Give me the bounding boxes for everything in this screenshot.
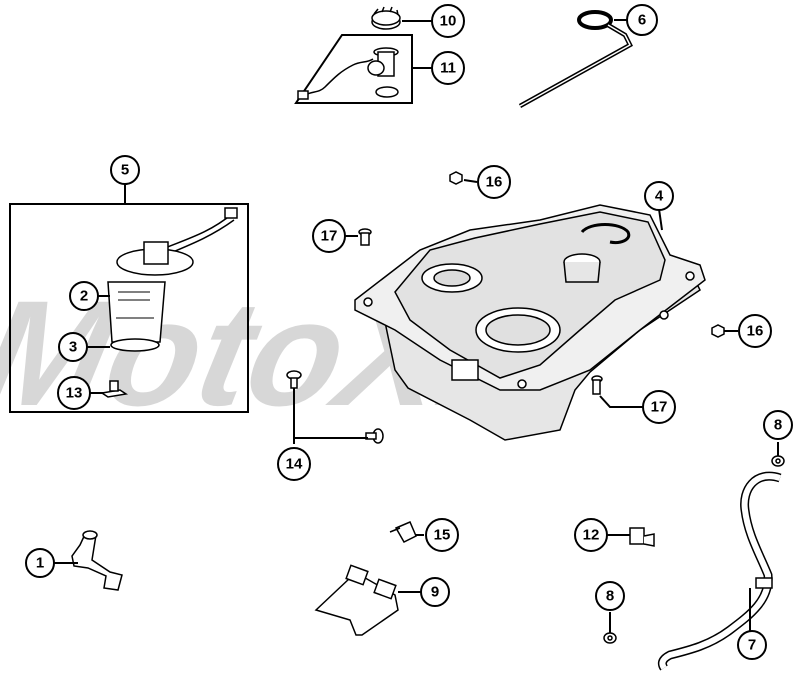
callout-10-label: 10	[440, 13, 457, 30]
callout-13: 13	[57, 376, 91, 410]
callout-4: 4	[644, 181, 674, 211]
callout-2: 2	[69, 281, 99, 311]
callout-8-upper-label: 8	[774, 417, 782, 434]
callout-1: 1	[25, 548, 55, 578]
callout-1-label: 1	[36, 555, 44, 572]
callout-12: 12	[574, 518, 608, 552]
part-9-mounting-plate	[314, 564, 399, 636]
callout-6-label: 6	[638, 12, 646, 29]
callout-6: 6	[626, 4, 658, 36]
callout-7-label: 7	[748, 637, 756, 654]
callout-17-upper: 17	[312, 219, 346, 253]
callout-17-lower: 17	[642, 390, 676, 424]
callout-14: 14	[277, 447, 311, 481]
callout-4-label: 4	[655, 188, 664, 205]
callout-13-label: 13	[66, 385, 83, 402]
callout-5: 5	[110, 155, 140, 185]
callout-8-lower: 8	[595, 581, 625, 611]
callout-17-upper-label: 17	[321, 228, 338, 245]
callout-14-label: 14	[286, 456, 303, 473]
part-8-hose-clip-lower	[603, 632, 617, 644]
part-4-fuel-tank	[354, 204, 706, 441]
callout-16-upper-label: 16	[486, 174, 503, 191]
callout-5-label: 5	[121, 162, 129, 179]
callout-16-right: 16	[738, 314, 772, 348]
callout-17-lower-label: 17	[651, 399, 668, 416]
callout-7: 7	[737, 630, 767, 660]
part-17-bolt-lower	[591, 375, 603, 395]
part-5-fuel-pump-box	[9, 203, 249, 413]
part-7-fuel-hose	[657, 471, 782, 671]
callout-11-label: 11	[440, 60, 456, 77]
part-16-nut-upper	[449, 171, 463, 185]
part-11-fuel-sender-box	[294, 34, 413, 104]
callout-11: 11	[431, 51, 465, 85]
callout-9-label: 9	[431, 584, 439, 601]
callout-10: 10	[431, 4, 465, 38]
callout-8-lower-label: 8	[606, 588, 614, 605]
part-8-hose-clip-upper	[771, 455, 785, 467]
callout-16-upper: 16	[477, 165, 511, 199]
callout-8-upper: 8	[763, 410, 793, 440]
part-15-clip	[389, 521, 417, 543]
callout-3: 3	[58, 332, 88, 362]
callout-12-label: 12	[583, 527, 600, 544]
callout-15: 15	[425, 518, 459, 552]
part-16-nut-right	[711, 324, 725, 338]
part-1-bracket	[71, 530, 123, 591]
callout-16-right-label: 16	[747, 323, 764, 340]
callout-15-label: 15	[434, 527, 451, 544]
part-10-lock-ring	[371, 6, 401, 30]
callout-3-label: 3	[69, 339, 77, 356]
callout-2-label: 2	[80, 288, 88, 305]
callout-9: 9	[420, 577, 450, 607]
part-17-bolt-upper	[358, 228, 372, 246]
part-12-hose-clamp	[629, 527, 655, 547]
part-6-breather-hose	[518, 10, 633, 108]
part-14-screws	[286, 370, 384, 444]
leader-lines	[54, 19, 779, 639]
